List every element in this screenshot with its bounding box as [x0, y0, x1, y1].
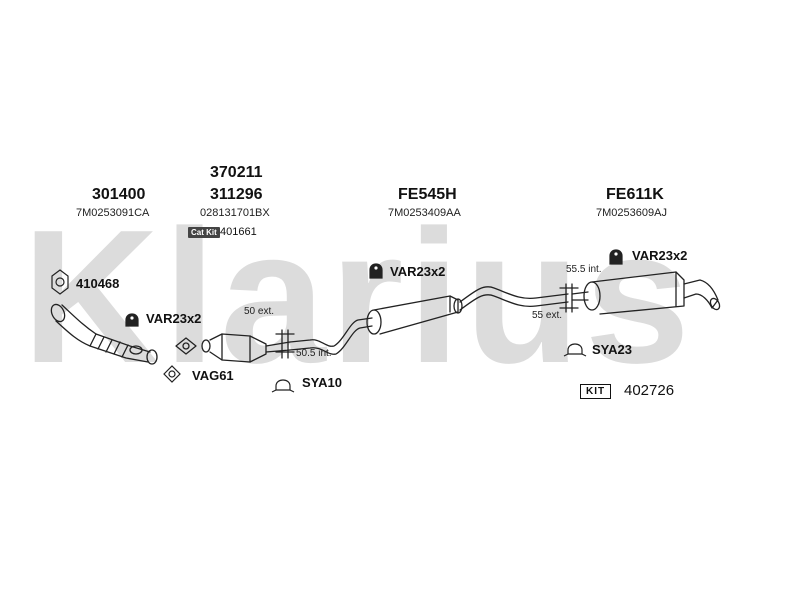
oe-number-cat: 028131701BX: [200, 207, 270, 219]
fitting-label-vag61[interactable]: VAG61: [192, 368, 234, 383]
fitting-label-var-mid[interactable]: VAR23x2: [390, 264, 446, 279]
fitting-label-var-front[interactable]: VAR23x2: [146, 311, 202, 326]
fitting-label-var-rear[interactable]: VAR23x2: [632, 248, 688, 263]
dimension-55-ext: 55 ext.: [532, 310, 563, 321]
dimension-55-5-int: 55.5 int.: [566, 264, 602, 275]
rear-joint: [559, 283, 579, 313]
dimension-50-5-int: 50.5 int.: [296, 348, 332, 359]
clamp-sya10-icon: [271, 379, 295, 393]
front-pipe: [50, 303, 158, 365]
rear-silencer: [571, 271, 721, 315]
rubber-mount-front-icon: [125, 313, 139, 327]
mid-joint: [275, 329, 295, 359]
fitting-label-sya23[interactable]: SYA23: [592, 342, 632, 357]
klarius-watermark: Klarius: [22, 191, 695, 403]
flange-ring: [175, 337, 197, 355]
part-number-front-pipe[interactable]: 301400: [92, 186, 146, 203]
part-number-cat-2[interactable]: 311296: [210, 186, 263, 203]
gasket-410468-icon: [51, 269, 69, 295]
middle-pipe: [289, 317, 373, 355]
part-number-rear-silencer[interactable]: FE611K: [606, 186, 664, 203]
cat-kit-number[interactable]: 401661: [220, 226, 257, 238]
cat-kit-badge: Cat Kit: [188, 227, 220, 238]
kit-badge: KIT: [580, 384, 612, 399]
gasket-vag61-icon: [163, 365, 181, 383]
fitting-label-sya10[interactable]: SYA10: [302, 375, 342, 390]
oe-number-front-pipe: 7M0253091CA: [76, 207, 150, 219]
oe-number-front-silencer: 7M0253409AA: [388, 207, 461, 219]
clamp-sya23-icon: [563, 343, 587, 357]
part-number-front-silencer[interactable]: FE545H: [398, 186, 457, 203]
part-number-cat-1[interactable]: 370211: [210, 164, 263, 181]
rubber-mount-mid-icon: [369, 263, 383, 279]
kit-number[interactable]: 402726: [624, 382, 675, 399]
fitting-label-410468[interactable]: 410468: [76, 276, 120, 291]
rubber-mount-rear-icon: [609, 249, 623, 265]
dimension-50-ext: 50 ext.: [244, 306, 275, 317]
front-silencer: [366, 295, 463, 335]
oe-number-rear-silencer: 7M0253609AJ: [596, 207, 667, 219]
intermediate-pipe: [459, 286, 569, 311]
catalytic-converter: [201, 333, 291, 363]
